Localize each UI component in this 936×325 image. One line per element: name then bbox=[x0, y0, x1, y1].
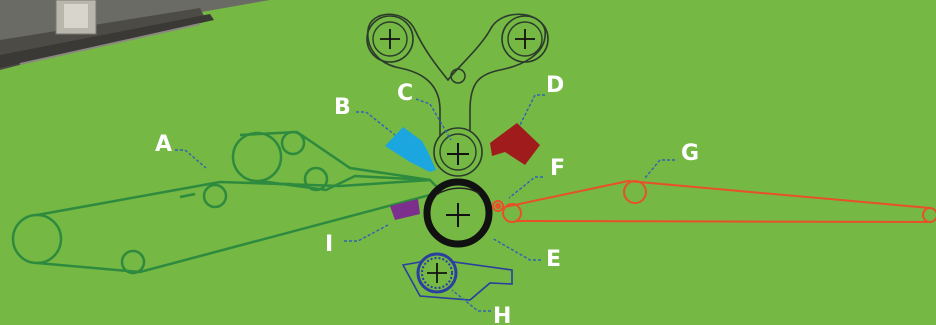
label-e: E bbox=[546, 247, 561, 272]
press-felt-g bbox=[492, 179, 936, 223]
wire-section-roll bbox=[231, 131, 283, 183]
machinery-corner-photo bbox=[0, 0, 270, 70]
felt-run-lower bbox=[516, 220, 931, 223]
doctor-blade-i bbox=[390, 199, 420, 220]
felt-roll bbox=[922, 207, 936, 223]
wire-loop-upper bbox=[239, 130, 431, 192]
wire-section-roll bbox=[120, 249, 146, 275]
label-c: C bbox=[397, 81, 413, 106]
label-g: G bbox=[681, 141, 699, 166]
label-i: I bbox=[325, 232, 333, 257]
wire-section-roll bbox=[11, 213, 63, 265]
felt-roll bbox=[502, 203, 522, 223]
label-a: A bbox=[155, 132, 172, 157]
top-right-roll bbox=[501, 15, 549, 63]
label-d: D bbox=[546, 73, 564, 98]
felt-roll bbox=[623, 180, 647, 204]
lower-roll-h bbox=[401, 252, 513, 301]
top-left-roll bbox=[366, 15, 414, 63]
wire-section-roll bbox=[303, 166, 329, 192]
roll-unit-c bbox=[366, 13, 549, 177]
headbox-unit-b bbox=[385, 127, 436, 172]
wire-section-roll bbox=[202, 183, 228, 209]
felt-run bbox=[504, 179, 931, 209]
transfer-roll-f bbox=[492, 200, 504, 212]
center-pivot bbox=[450, 68, 466, 84]
leader-lines bbox=[175, 94, 675, 312]
red-unit-d bbox=[490, 123, 540, 165]
wire-section-a bbox=[11, 130, 443, 275]
label-b: B bbox=[334, 95, 351, 120]
label-h: H bbox=[493, 304, 511, 325]
main-roll-e bbox=[423, 178, 493, 248]
label-f: F bbox=[550, 156, 565, 181]
wire-loop-lower bbox=[36, 178, 443, 274]
